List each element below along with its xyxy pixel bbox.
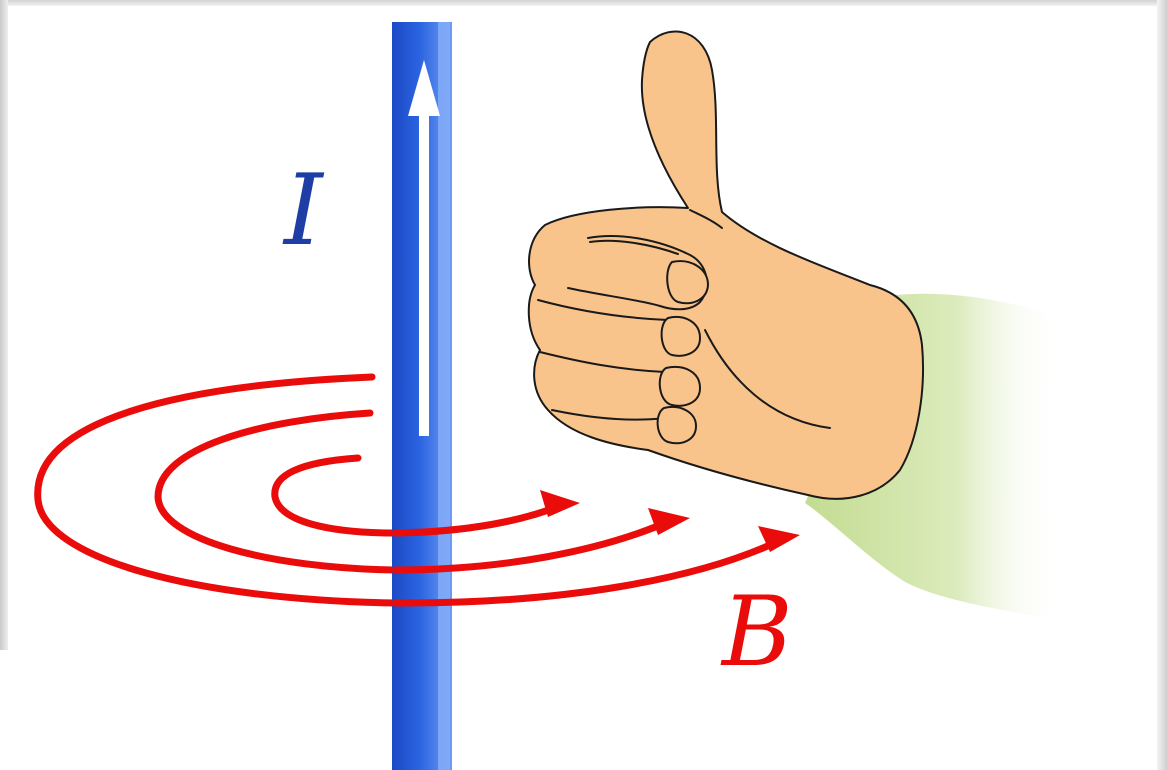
frame-top-edge: [0, 0, 1167, 6]
arrowhead-right-icon: [758, 526, 800, 552]
field-loop-middle-back: [154, 409, 399, 574]
arrowhead-right-icon: [648, 508, 690, 535]
thumbs-up-hand-icon: [527, 30, 925, 500]
arrowhead-right-icon: [540, 490, 580, 517]
frame-left-edge: [0, 0, 8, 650]
field-loop-outer-back: [34, 373, 399, 607]
field-arrowheads: [540, 490, 800, 552]
current-arrow-icon: [408, 60, 440, 436]
magnetic-field-label: B: [722, 576, 793, 688]
current-label: I: [284, 154, 323, 268]
field-loop-inner-back: [271, 454, 399, 537]
field-lines-back: [34, 373, 399, 607]
field-loop-outer-front: [391, 534, 789, 607]
field-loop-middle-front: [391, 516, 676, 574]
frame-right-edge: [1157, 0, 1167, 770]
